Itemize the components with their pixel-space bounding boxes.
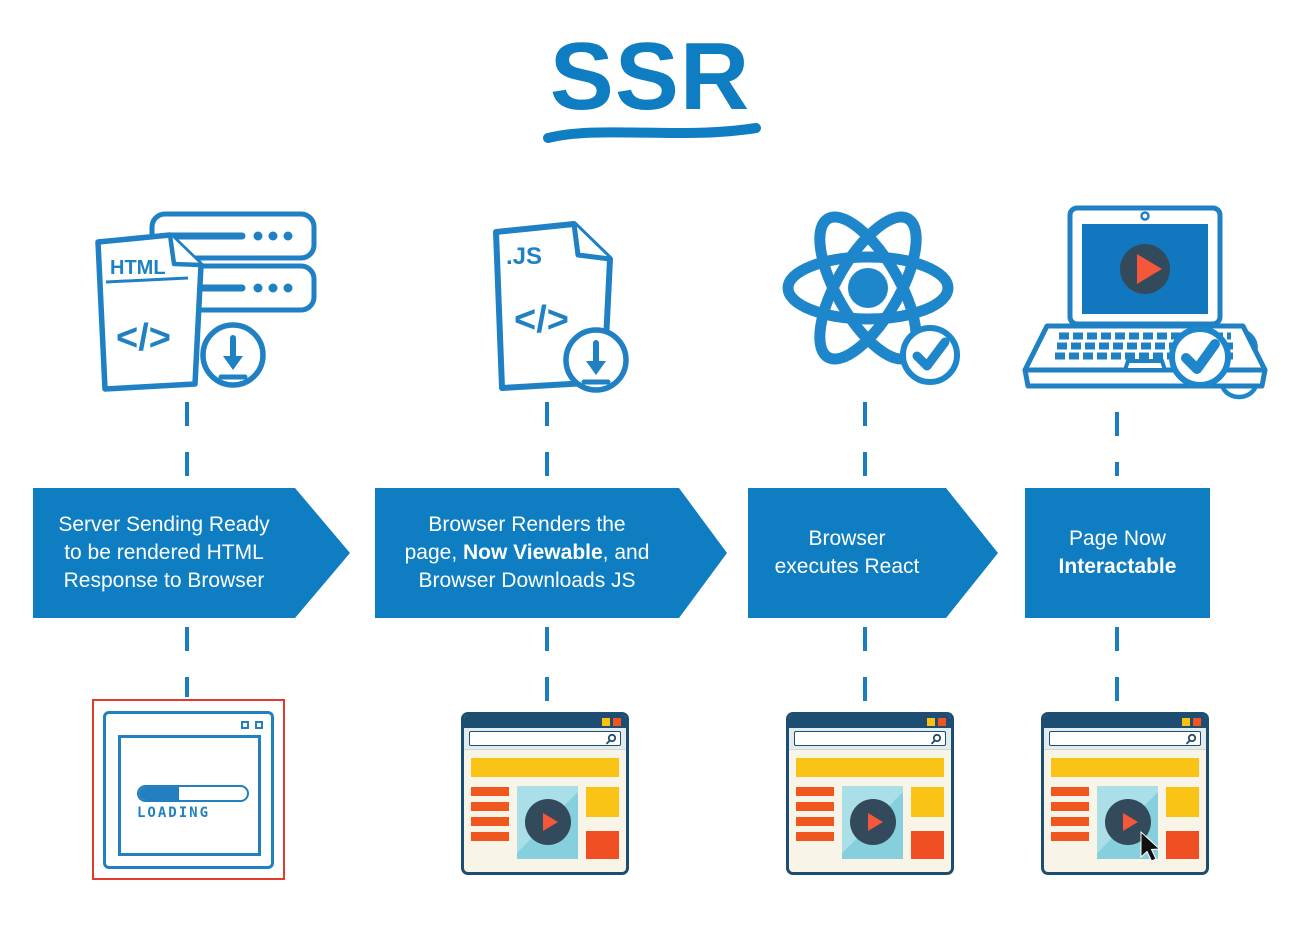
address-input xyxy=(469,731,621,746)
rendered-page-4 xyxy=(1041,712,1209,875)
browser-address-bar xyxy=(789,728,951,750)
arrow-3-line: executes React xyxy=(774,555,920,578)
text-line-blocks xyxy=(471,786,509,859)
html-document-server-download-icon: HTML </> xyxy=(95,211,317,392)
connector-icon-arrow-1 xyxy=(185,402,189,476)
connector-icon-arrow-4 xyxy=(1115,412,1119,476)
search-icon xyxy=(1186,733,1197,745)
text-line-blocks xyxy=(796,786,834,859)
arrow-step-3: Browser executes React xyxy=(748,488,998,618)
search-icon xyxy=(931,733,942,745)
arrow-1-line: Response to Browser xyxy=(63,569,265,592)
play-button-circle xyxy=(524,799,571,845)
html-code-glyph: </> xyxy=(116,317,171,359)
arrow-4-line: Page Now xyxy=(1069,527,1166,550)
browser-title-bar xyxy=(464,715,626,728)
play-icon xyxy=(542,813,558,831)
play-icon xyxy=(1122,813,1138,831)
browser-title-bar xyxy=(1044,715,1206,728)
browser-address-bar xyxy=(464,728,626,750)
window-control-square xyxy=(255,721,263,729)
js-file-label: .JS xyxy=(506,243,542,270)
mouse-cursor-icon xyxy=(1140,831,1161,862)
arrow-2-line: Browser Downloads JS xyxy=(418,569,636,592)
window-button-yellow xyxy=(602,717,610,726)
not-ready-red-outline xyxy=(92,699,285,880)
loading-progress-bar xyxy=(137,785,249,802)
video-player-block xyxy=(516,786,579,859)
text-line-blocks xyxy=(1051,786,1089,859)
arrow-step-4: Page Now Interactable xyxy=(1025,488,1210,618)
loading-content-frame: LOADING xyxy=(118,735,261,856)
page-title: SSR xyxy=(549,23,751,130)
loading-progress-fill xyxy=(139,787,179,800)
arrow-1-line: Server Sending Ready xyxy=(58,513,270,536)
window-button-yellow xyxy=(1182,717,1190,726)
arrow-step-1: Server Sending Ready to be rendered HTML… xyxy=(33,488,350,618)
js-document-download-icon: .JS </> xyxy=(493,221,629,393)
arrow-2-line: Browser Renders the xyxy=(428,513,626,536)
page-banner-block xyxy=(1051,758,1199,777)
laptop-video-mouse-check-icon xyxy=(1022,205,1268,400)
connector-icon-arrow-2 xyxy=(545,402,549,476)
browser-address-bar xyxy=(1044,728,1206,750)
title-underline xyxy=(543,123,761,143)
arrow-1-line: to be rendered HTML xyxy=(64,541,264,564)
browser-page-body xyxy=(1044,750,1206,859)
js-code-glyph: </> xyxy=(514,299,569,341)
react-logo-check-icon xyxy=(782,211,960,385)
side-blocks xyxy=(911,786,944,859)
connector-icon-arrow-3 xyxy=(863,402,867,476)
address-input xyxy=(794,731,946,746)
arrow-2-line: page, Now Viewable, and xyxy=(404,541,650,564)
side-blocks xyxy=(586,786,619,859)
window-button-yellow xyxy=(927,717,935,726)
play-icon xyxy=(867,813,883,831)
page-banner-block xyxy=(796,758,944,777)
arrow-4-line: Interactable xyxy=(1058,555,1177,578)
window-control-square xyxy=(241,721,249,729)
html-file-label: HTML xyxy=(110,257,166,279)
connector-arrow-result-4 xyxy=(1115,627,1119,707)
loading-label: LOADING xyxy=(137,805,211,821)
arrow-3-line: Browser xyxy=(808,527,886,550)
connector-arrow-result-1 xyxy=(185,627,189,697)
browser-page-body xyxy=(789,750,951,859)
window-button-orange xyxy=(1193,717,1201,726)
page-banner-block xyxy=(471,758,619,777)
search-icon xyxy=(606,733,617,745)
address-input xyxy=(1049,731,1201,746)
browser-page-body xyxy=(464,750,626,859)
connector-arrow-result-2 xyxy=(545,627,549,707)
loading-window: LOADING xyxy=(103,711,274,869)
browser-title-bar xyxy=(789,715,951,728)
connector-arrow-result-3 xyxy=(863,627,867,707)
play-button-circle xyxy=(849,799,896,845)
window-button-orange xyxy=(613,717,621,726)
window-button-orange xyxy=(938,717,946,726)
side-blocks xyxy=(1166,786,1199,859)
video-player-block xyxy=(841,786,904,859)
rendered-page-3 xyxy=(786,712,954,875)
rendered-page-2 xyxy=(461,712,629,875)
arrow-step-2: Browser Renders the page, Now Viewable, … xyxy=(375,488,727,618)
